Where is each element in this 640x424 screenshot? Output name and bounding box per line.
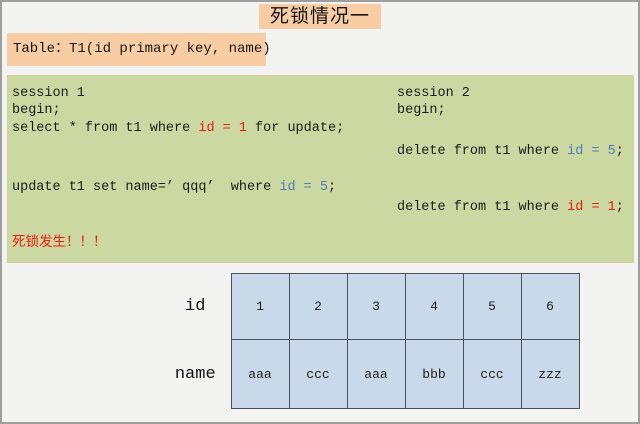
code-line-session-1: session 1 [12,86,85,101]
code-line-session-1: 死锁发生！！！ [12,236,107,251]
row-label-name: name [174,364,216,384]
table-cell: ccc [288,339,348,409]
code-line-session-1: select * from t1 where id = 1 for update… [12,121,344,136]
page-title: 死锁情况一 [259,4,382,29]
table-cell: bbb [404,339,464,409]
code-text: ; [615,144,624,159]
table-schema-label: Table：T1(id primary key, name) [7,33,271,66]
code-line-session-2: begin; [397,103,446,118]
table-cell: 2 [288,273,348,340]
highlight-blue: id = 5 [567,144,616,159]
row-label-id: id [185,297,206,316]
code-text: for update; [246,121,345,136]
code-text: begin; [397,103,446,118]
code-panel: session 1 begin; select * from t1 where id… [7,75,634,263]
highlight-red: 死锁发生！！！ [12,236,107,251]
table-cell: 3 [346,273,406,340]
code-text: delete from t1 where [397,144,568,159]
code-text: delete from t1 where [397,200,568,215]
highlight-red: id = 1 [567,200,616,215]
table-cell: ccc [462,339,522,409]
table-cell: zzz [520,339,580,409]
code-line-session-1: update t1 set name=’ qqq’ where id = 5; [12,180,336,195]
table-cell: aaa [346,339,406,409]
code-line-session-2: delete from t1 where id = 5; [397,144,624,159]
code-text: ; [327,180,337,195]
code-line-session-2: session 2 [397,86,470,101]
code-text: select * from t1 where [12,121,199,136]
code-line-session-1: begin; [12,103,61,118]
code-text: ; [615,200,624,215]
table-cell: 5 [462,273,522,340]
code-text: begin; [12,103,61,118]
table-cell: aaa [230,339,290,409]
table-cell: 1 [230,273,290,340]
code-text: session 2 [397,86,470,101]
highlight-blue: id = 5 [279,180,328,195]
table-cell: 6 [520,273,580,340]
code-line-session-2: delete from t1 where id = 1; [397,200,624,215]
code-text: update t1 set name=’ qqq’ where [12,180,280,195]
table-cell: 4 [404,273,464,340]
code-text: session 1 [12,86,85,101]
highlight-red: id = 1 [198,121,247,136]
